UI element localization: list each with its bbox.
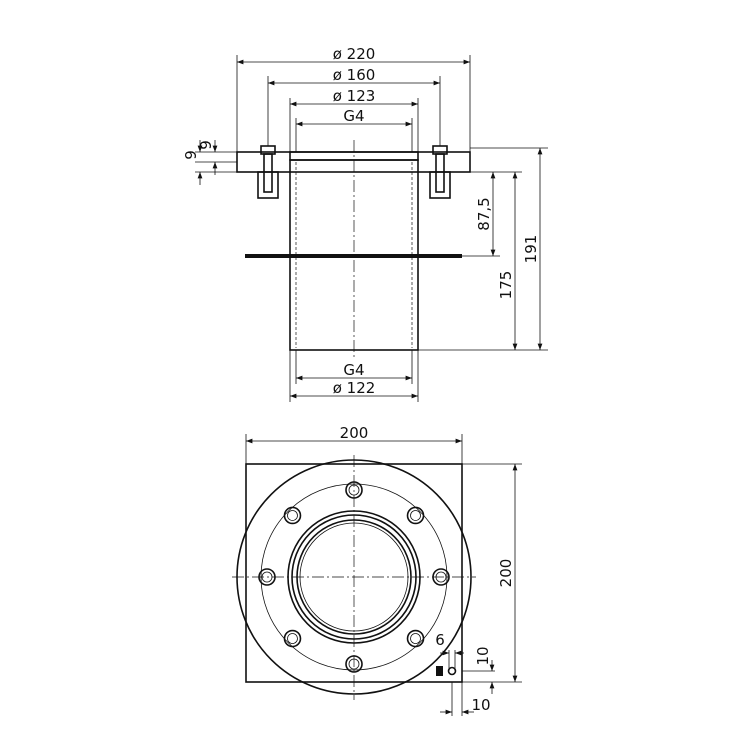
bolt-hole xyxy=(283,506,302,525)
dim-small-10-horizontal: 10 xyxy=(471,696,490,714)
dim-small-6: 6 xyxy=(435,631,445,649)
bottom-view: 200 200 6 10 10 xyxy=(232,424,522,716)
dim-small-10-vertical: 10 xyxy=(474,646,492,665)
dim-flange-diameter: ø 220 xyxy=(333,45,376,63)
dim-bottom-diameter: ø 122 xyxy=(333,379,376,397)
dim-bolt-circle: ø 160 xyxy=(333,66,376,84)
mounting-plate xyxy=(245,254,462,258)
dim-outer-tube: ø 123 xyxy=(333,87,376,105)
bolt-hole xyxy=(406,629,425,648)
bottom-dimension-lines xyxy=(245,434,522,716)
dim-to-plate: 87,5 xyxy=(475,197,493,230)
bolt-hole xyxy=(345,655,363,673)
marking-icon xyxy=(436,666,443,676)
dim-flange-thickness-b: 9 xyxy=(197,140,215,150)
bolt-holes xyxy=(258,481,450,673)
bolt-right xyxy=(429,145,451,199)
bolt-left xyxy=(257,145,279,199)
dim-tube-length: 175 xyxy=(497,271,515,300)
dim-thread-bottom: G4 xyxy=(343,361,364,379)
dim-total-height: 191 xyxy=(522,235,540,264)
dim-height: 200 xyxy=(497,559,515,588)
bolt-hole xyxy=(345,481,363,499)
dim-thread-top: G4 xyxy=(343,107,364,125)
dim-width: 200 xyxy=(340,424,369,442)
side-view: ø 220 ø 160 ø 123 G4 G4 ø 122 9 9 87,5 1… xyxy=(182,45,548,402)
dimension-lines xyxy=(197,59,543,399)
bolt-hole xyxy=(432,568,450,586)
bolt-hole xyxy=(406,506,425,525)
small-hole xyxy=(447,666,457,676)
bolt-hole xyxy=(258,568,276,586)
dim-flange-thickness-a: 9 xyxy=(182,150,200,160)
bolt-hole xyxy=(283,629,302,648)
